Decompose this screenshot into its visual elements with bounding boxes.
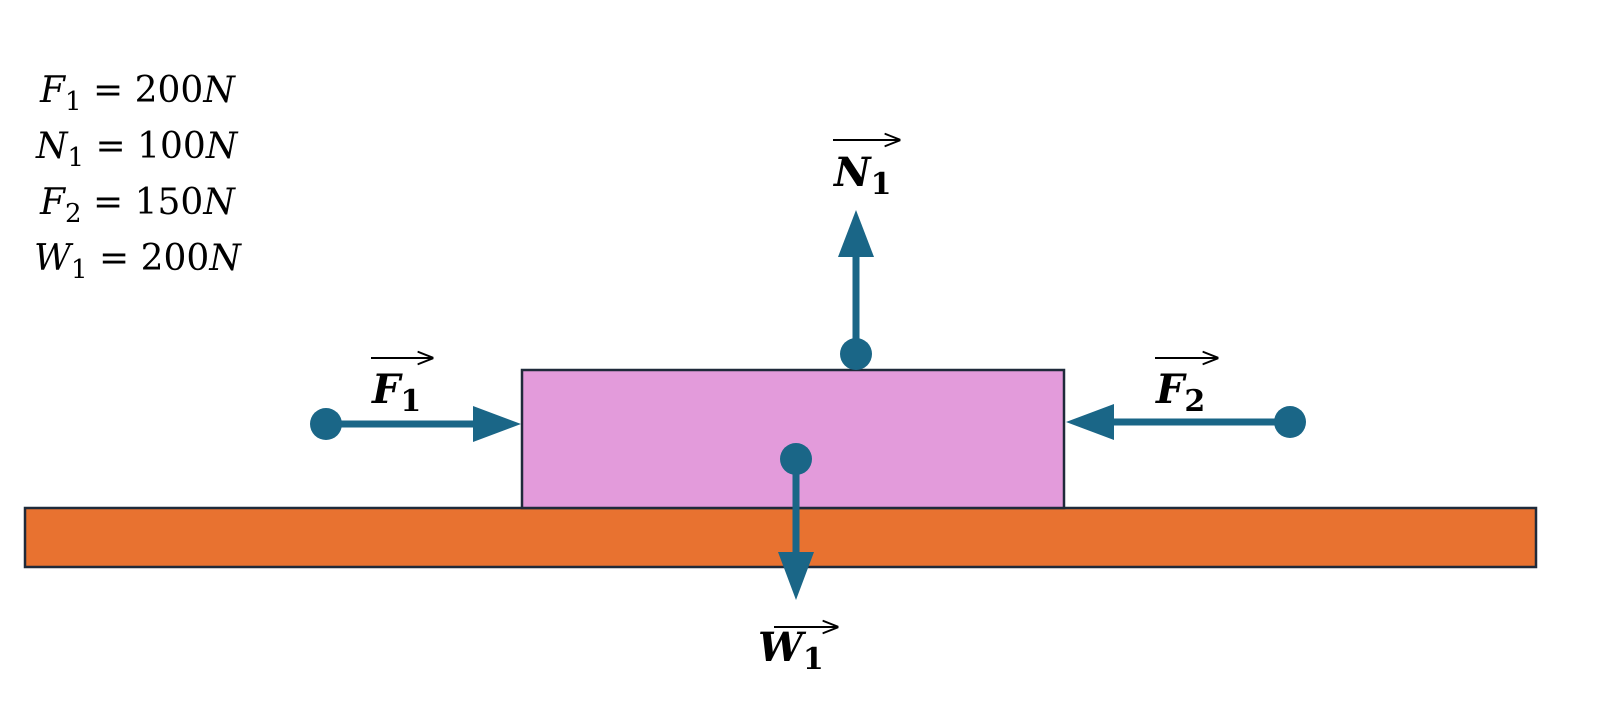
point-of-application <box>840 338 872 370</box>
label-w1: W1 <box>758 624 837 677</box>
arrowhead-up-icon <box>838 210 874 257</box>
arrowhead-right-icon <box>473 406 521 442</box>
given-n1: N1 = 100N <box>35 126 239 173</box>
svg-text:F1: F1 <box>371 366 421 419</box>
given-values: F1 = 200N N1 = 100N F2 = 150N W1 = 200N <box>34 70 242 285</box>
label-f2: F2 <box>1155 358 1217 419</box>
label-n1: N1 <box>832 140 899 202</box>
svg-text:N1: N1 <box>832 149 891 202</box>
svg-text:F2: F2 <box>1155 366 1205 419</box>
point-of-application <box>780 443 812 475</box>
weight-arrow <box>778 443 814 600</box>
normal-force-arrow <box>838 210 874 370</box>
point-of-application <box>310 408 342 440</box>
svg-text:W1: W1 <box>758 624 824 677</box>
arrowhead-down-icon <box>778 552 814 600</box>
arrowhead-left-icon <box>1066 404 1114 440</box>
point-of-application <box>1274 406 1306 438</box>
given-f1: F1 = 200N <box>39 70 236 117</box>
given-f2: F2 = 150N <box>39 182 236 229</box>
force-f1-arrow <box>310 406 521 442</box>
force-f2-arrow <box>1066 404 1306 440</box>
label-f1: F1 <box>371 358 432 419</box>
given-w1: W1 = 200N <box>34 238 242 285</box>
